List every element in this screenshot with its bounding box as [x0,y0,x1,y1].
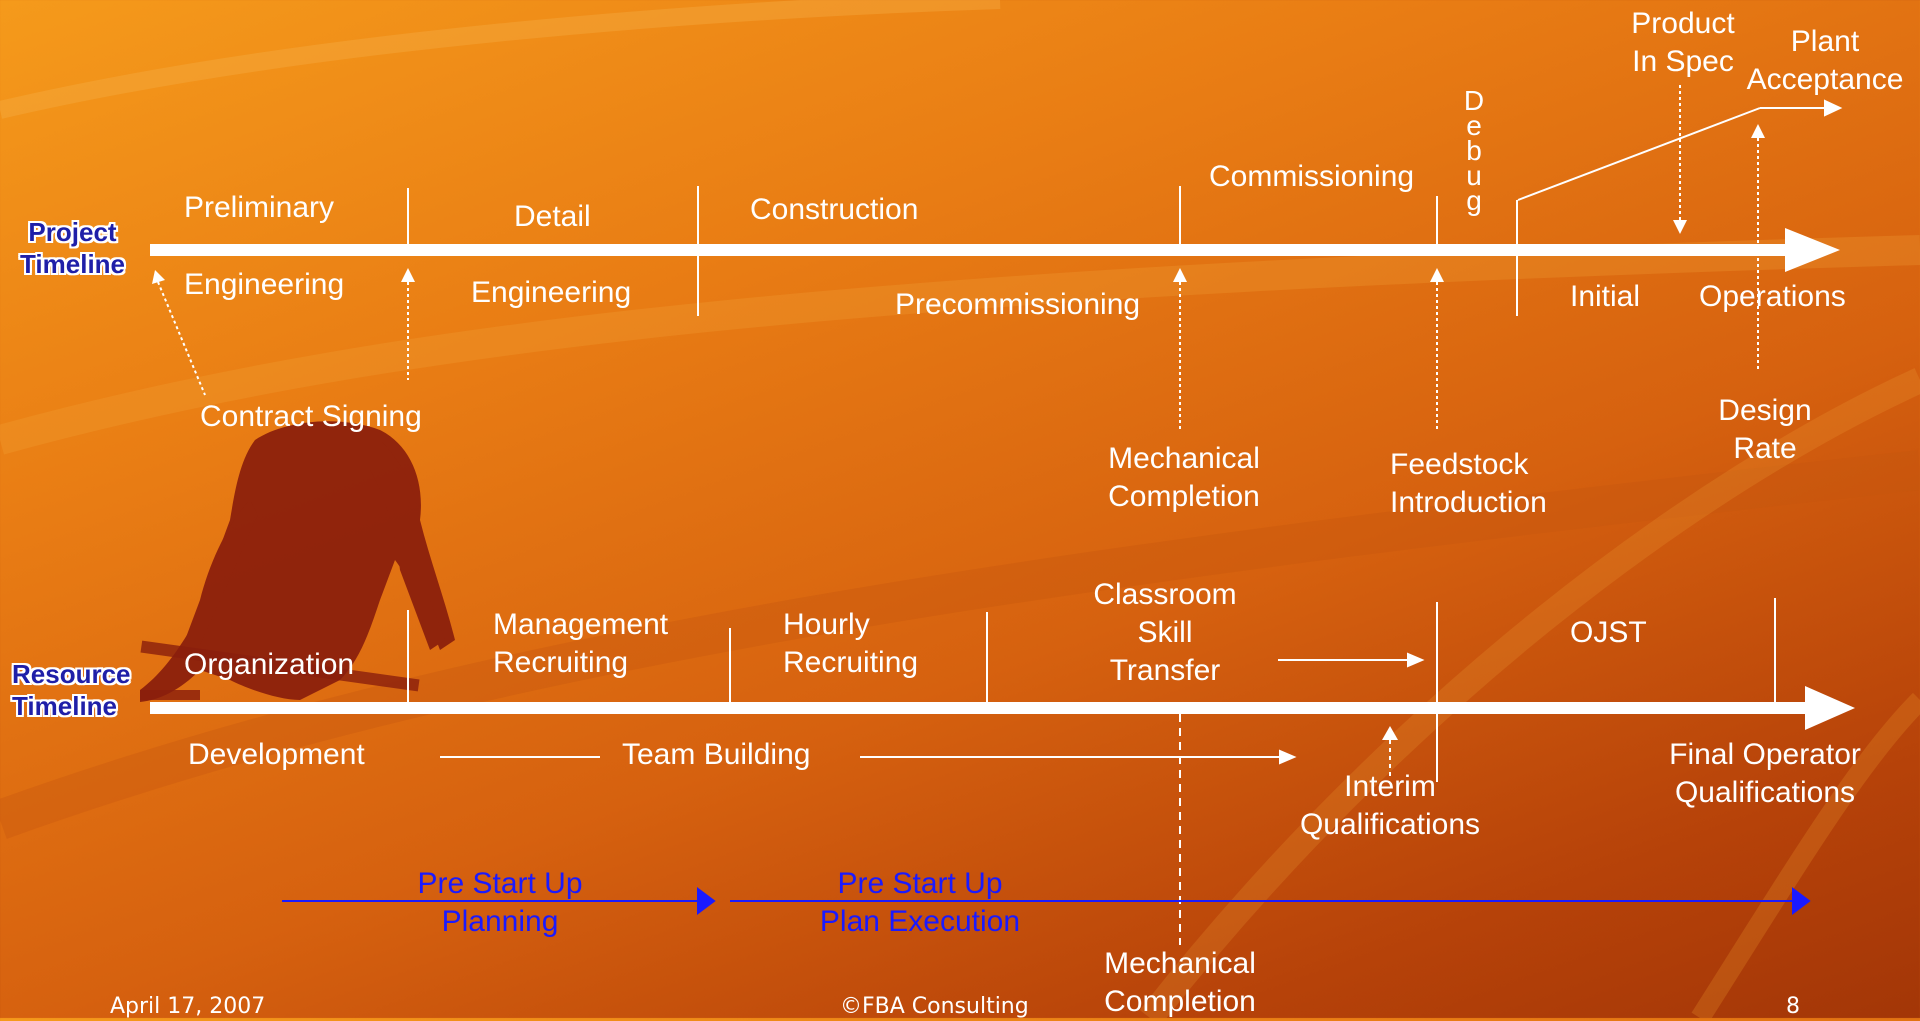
resource-team-building: Team Building [622,738,811,771]
label-line: Completion [1108,480,1260,513]
resource-classroom-skill-transfer: Classroom Skill Transfer [1070,576,1260,690]
label-line: In Spec [1632,45,1734,78]
label-line: Classroom [1093,578,1237,611]
milestone-arrowheads [152,124,1765,284]
label-line: Introduction [1390,486,1547,519]
debug-letter: b [1466,135,1482,166]
resource-organization: Organization [184,648,355,681]
project-label-line2: Timeline [20,249,126,279]
planning-arrows [282,887,1811,915]
resource-timeline-label: Resource Timeline [12,658,131,722]
label-line: Completion [1104,985,1256,1018]
project-label-line1: Project [28,217,117,247]
classroom-arrow [1278,652,1425,668]
label-line: Transfer [1109,654,1221,687]
resource-label-line1: Resource [12,659,131,689]
label-line: Management [493,608,669,641]
resource-development: Development [188,738,365,771]
footer-date: April 17, 2007 [110,994,266,1019]
resource-timeline-arrow [150,686,1855,730]
phase-construction: Construction [750,193,919,226]
label-line: Hourly [783,608,870,641]
label-line: Rate [1733,432,1797,465]
label-line: Planning [441,905,559,938]
label-line: Feedstock [1390,448,1529,481]
pre-startup-plan-execution: Pre Start Up Plan Execution [790,865,1050,941]
label-line: Design [1718,394,1812,427]
label-line: Plan Execution [819,905,1021,938]
phase-debug: D e b u g [1460,85,1488,216]
phase-detail: Detail [514,200,591,233]
debug-letter: g [1466,185,1482,216]
label-line: Recruiting [783,646,919,679]
page-number: 8 [1786,994,1800,1019]
label-line: Pre Start Up [837,867,1003,900]
label-line: Skill [1137,616,1193,649]
debug-letter: e [1466,110,1482,141]
phase-operations: Operations [1699,280,1846,313]
project-timeline-label: Project Timeline [20,216,125,280]
debug-letter: D [1463,85,1485,116]
phase-commissioning: Commissioning [1209,160,1415,193]
project-phase-dividers [407,186,1518,316]
milestone-feedstock-introduction: Feedstock Introduction [1390,446,1547,522]
label-line: Product [1631,7,1735,40]
pre-startup-planning: Pre Start Up Planning [390,865,610,941]
milestone-plant-acceptance: Plant Acceptance [1740,23,1910,99]
plant-acceptance-arrow [1517,99,1843,201]
milestone-product-in-spec: Product In Spec [1628,5,1738,81]
resource-hourly-recruiting: Hourly Recruiting [783,606,918,682]
milestone-pointers [157,85,1759,430]
resource-label-line2: Timeline [12,691,118,721]
bottom-mechanical-completion: Mechanical Completion [1090,945,1270,1021]
interim-arrow [1382,726,1398,780]
label-line: Pre Start Up [417,867,583,900]
label-line: Interim [1344,770,1436,803]
label-line: Mechanical [1108,442,1260,475]
milestone-design-rate: Design Rate [1700,392,1830,468]
debug-letter: u [1466,160,1482,191]
label-line: Acceptance [1746,63,1904,96]
label-line: Plant [1790,25,1860,58]
label-line: Recruiting [493,646,629,679]
label-line: Qualifications [1299,808,1481,841]
label-line: Mechanical [1104,947,1256,980]
project-timeline-arrow [150,228,1840,272]
resource-ojst: OJST [1570,616,1647,649]
resource-management-recruiting: Management Recruiting [493,606,668,682]
label-line: Final Operator [1669,738,1861,771]
phase-preliminary: Preliminary [184,191,335,224]
team-building-arrow [440,749,1297,765]
label-line: Qualifications [1674,776,1856,809]
phase-preliminary-engineering: Engineering [184,268,345,301]
phase-detail-engineering: Engineering [471,276,632,309]
milestone-contract-signing: Contract Signing [200,400,422,433]
footer-copyright: ©FBA Consulting [840,994,1029,1019]
resource-interim-qualifications: Interim Qualifications [1290,768,1490,844]
resource-phase-dividers [407,598,1776,782]
milestone-mechanical-completion: Mechanical Completion [1096,440,1272,516]
phase-initial: Initial [1570,280,1641,313]
phase-precommissioning: Precommissioning [895,288,1141,321]
resource-final-operator-qualifications: Final Operator Qualifications [1650,736,1880,812]
